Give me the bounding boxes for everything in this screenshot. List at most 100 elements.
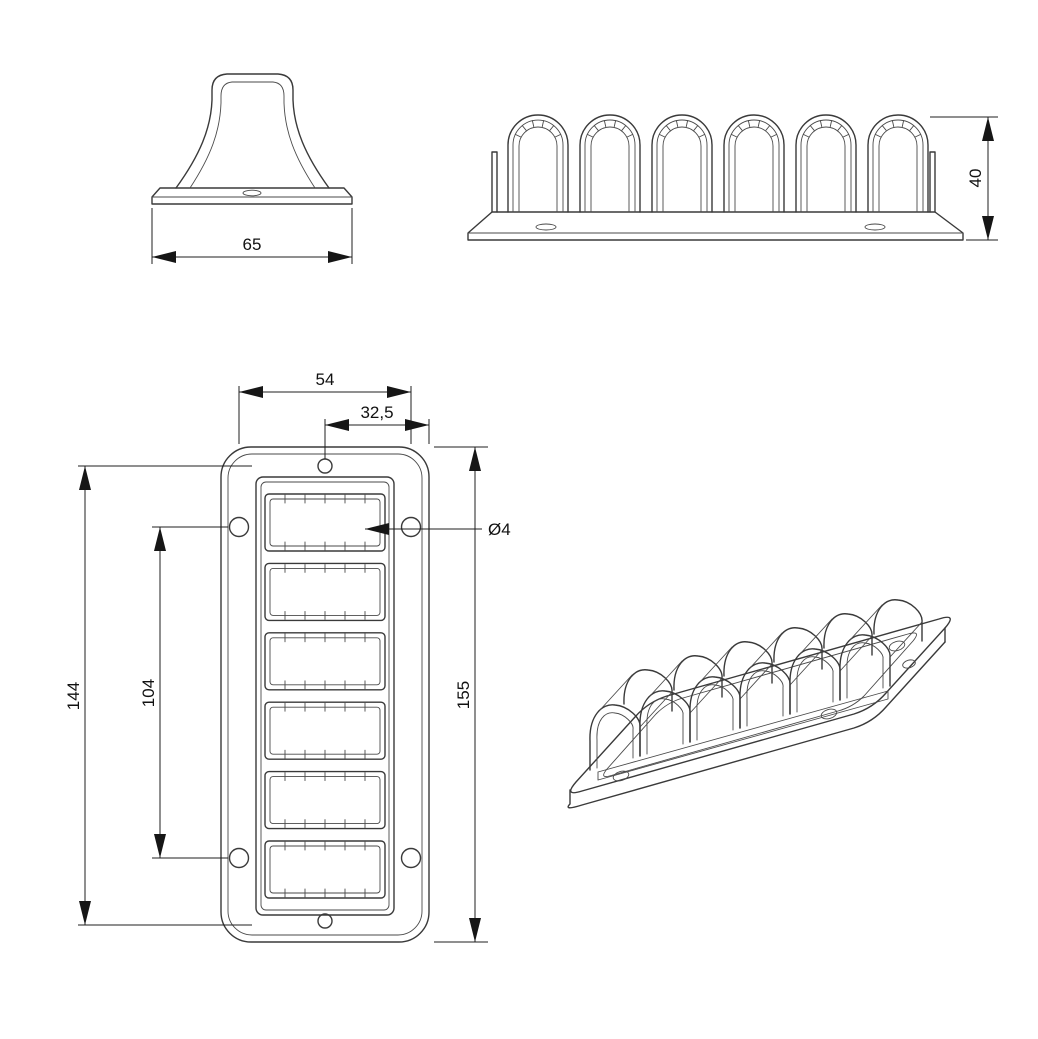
iso-arch-front-inner	[646, 698, 684, 755]
iso-arch-front-inner	[696, 684, 734, 741]
arch-tick	[819, 120, 823, 127]
arch-tick	[685, 120, 689, 127]
arch-tick	[626, 133, 634, 138]
iso-arch-front-outer	[589, 704, 641, 771]
arch-tick	[737, 125, 743, 131]
plan-cell-outer	[264, 632, 386, 691]
plan-cell-inner	[269, 776, 381, 825]
arch-tick	[874, 133, 882, 138]
flange-bevel-outline	[227, 453, 423, 936]
iso-arch-ridge	[839, 635, 873, 672]
iso-arch-front-outer	[689, 676, 741, 743]
iso-arch-front-inner	[596, 712, 634, 769]
arch-tick	[842, 133, 850, 138]
body-inner-profile	[189, 81, 316, 189]
arch-tick	[837, 125, 843, 131]
iso-arch-back-dome	[873, 599, 923, 642]
body-outer-profile	[175, 73, 330, 189]
iso-arch-front-inner	[746, 670, 784, 727]
view-plan: 54 32,5 Ø4 144 104 155	[64, 370, 511, 943]
dim-label-overall-length: 155	[454, 681, 473, 709]
arch-tick	[909, 125, 915, 131]
arrowhead-left	[152, 251, 176, 263]
iso-arch-ridge	[889, 621, 923, 658]
arch-tick	[914, 133, 922, 138]
front-arch-outer	[651, 114, 713, 213]
arch-tick	[698, 133, 706, 138]
iso-arch-front-outer	[789, 648, 841, 715]
dim-label-overall-height: 40	[966, 169, 985, 188]
arch-tick	[521, 125, 527, 131]
iso-arch-back-dome	[623, 669, 673, 712]
iso-mounting-hole	[820, 708, 838, 720]
iso-arch-ridge	[799, 618, 833, 655]
iso-arch-ridge	[789, 649, 823, 686]
front-arches	[507, 114, 929, 213]
iso-arch-front-outer	[839, 634, 891, 701]
arrowhead-down	[982, 216, 994, 240]
front-arch-inner	[800, 119, 852, 213]
rail-outline	[255, 476, 395, 916]
iso-arch-ridge	[599, 674, 633, 711]
arrowhead-down	[79, 901, 91, 925]
base-hole	[242, 189, 262, 197]
rail-inner-outline	[260, 481, 390, 911]
front-arch-outer	[795, 114, 857, 213]
mounting-hole	[400, 847, 422, 869]
arch-tick	[802, 133, 810, 138]
arch-tick	[541, 120, 545, 127]
iso-arch-ridge	[689, 677, 723, 714]
iso-mounting-hole	[888, 640, 906, 652]
front-arch-outer	[867, 114, 929, 213]
iso-flange-top-outline	[570, 616, 951, 794]
arch-tick	[809, 125, 815, 131]
arch-tick	[747, 120, 751, 127]
dim-label-hole-spacing-length: 104	[139, 679, 158, 707]
arrowhead-down	[469, 918, 481, 942]
left-end-wall	[491, 151, 498, 213]
base-hole	[864, 223, 886, 231]
plan-cells	[264, 493, 386, 899]
iso-arch-back-dome	[673, 655, 723, 698]
iso-arches	[589, 599, 923, 771]
arch-tick	[730, 133, 738, 138]
front-arch-inner	[512, 119, 564, 213]
iso-arch-front-outer	[639, 690, 691, 757]
front-arch-inner	[584, 119, 636, 213]
iso-mounting-hole	[612, 770, 630, 782]
arch-tick	[549, 125, 555, 131]
iso-arch-back-dome	[773, 627, 823, 670]
arch-tick	[514, 133, 522, 138]
view-end-elevation: 65	[151, 73, 353, 264]
arch-tick	[675, 120, 679, 127]
dim-label-body-length: 144	[64, 682, 83, 710]
iso-arch-front-outer	[739, 662, 791, 729]
front-arch-inner	[872, 119, 924, 213]
arrowhead-down	[154, 834, 166, 858]
arch-tick	[554, 133, 562, 138]
mounting-hole	[228, 516, 250, 538]
dim-label-hole-diameter: Ø4	[488, 520, 511, 539]
arch-tick	[693, 125, 699, 131]
arrowhead-right	[387, 386, 411, 398]
arch-tick	[658, 133, 666, 138]
iso-arch-ridge	[639, 691, 673, 728]
arrowhead-left	[365, 523, 389, 535]
arch-tick	[665, 125, 671, 131]
mounting-hole	[400, 516, 422, 538]
dim-label-base-width: 65	[243, 235, 262, 254]
plan-cell-outer	[264, 840, 386, 899]
arrowhead-left	[325, 419, 349, 431]
iso-arch-ridge	[699, 646, 733, 683]
iso-arch-ridge	[849, 604, 883, 641]
plan-cell-inner	[269, 845, 381, 894]
front-arch-bore	[518, 126, 558, 213]
arch-tick	[757, 120, 761, 127]
arch-tick	[770, 133, 778, 138]
right-end-wall	[929, 151, 936, 213]
arch-tick	[829, 120, 833, 127]
view-front-elevation: 40	[467, 114, 998, 241]
dim-label-half-width: 32,5	[360, 403, 393, 422]
arch-tick	[881, 125, 887, 131]
